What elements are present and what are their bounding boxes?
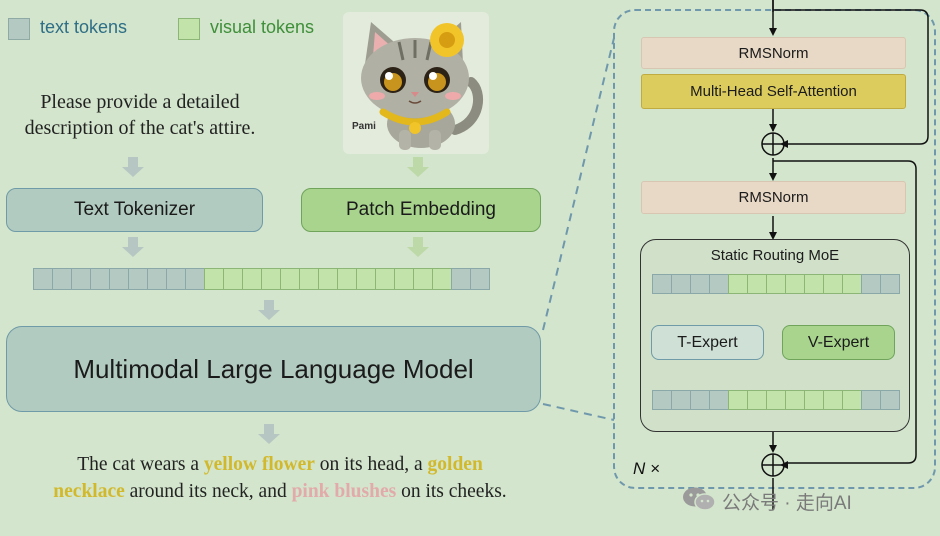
text-tokens-legend-swatch	[8, 18, 30, 40]
text-token	[709, 390, 729, 410]
repeat-count-label: N ×	[633, 459, 660, 478]
wechat-icon	[683, 487, 716, 511]
cat-illustration	[343, 12, 489, 154]
visual-token	[728, 274, 748, 294]
output-text: on its cheeks.	[396, 481, 507, 502]
moe-output-tokens	[652, 390, 900, 410]
multi-head-self-attention: Multi-Head Self-Attention	[641, 74, 906, 109]
text-token	[652, 390, 672, 410]
watermark-text: 公众号 · 走向AI	[722, 493, 852, 514]
text-tokenizer-box: Text Tokenizer	[6, 188, 263, 232]
visual-token	[804, 390, 824, 410]
output-line-2: necklace around its neck, and pink blush…	[20, 478, 540, 505]
visual-token	[785, 390, 805, 410]
moe-title: Static Routing MoE	[710, 247, 840, 264]
token-sequence	[33, 268, 490, 290]
visual-token	[823, 274, 843, 294]
highlight-necklace: necklace	[53, 481, 125, 502]
visual-token	[823, 390, 843, 410]
text-token	[671, 274, 691, 294]
visual-token	[842, 390, 862, 410]
t-expert: T-Expert	[651, 325, 764, 360]
visual-token	[842, 274, 862, 294]
visual-token	[804, 274, 824, 294]
text-token	[861, 390, 881, 410]
text-token	[861, 274, 881, 294]
prompt-line-1: Please provide a detailed	[40, 91, 240, 113]
visual-token	[766, 274, 786, 294]
prompt-line-2: description of the cat's attire.	[24, 117, 256, 139]
text-tokens-legend-label: text tokens	[40, 17, 128, 37]
rmsnorm-1: RMSNorm	[641, 37, 906, 69]
visual-token	[747, 390, 767, 410]
output-text: around its neck, and	[124, 481, 292, 502]
visual-token	[747, 274, 767, 294]
visual-tokens-legend-label: visual tokens	[210, 17, 315, 37]
visual-token	[728, 390, 748, 410]
text-token	[880, 274, 900, 294]
highlight-golden: golden	[427, 454, 483, 475]
text-token	[690, 274, 710, 294]
output-line-1: The cat wears a yellow flower on its hea…	[20, 451, 540, 478]
text-token	[709, 274, 729, 294]
v-expert: V-Expert	[782, 325, 895, 360]
mllm-box: Multimodal Large Language Model	[6, 326, 541, 412]
highlight-pink-blushes: pink blushes	[291, 481, 397, 502]
visual-token	[766, 390, 786, 410]
visual-token	[785, 274, 805, 294]
rmsnorm-2: RMSNorm	[641, 181, 906, 214]
output-text: The cat wears a	[77, 454, 204, 475]
text-token	[880, 390, 900, 410]
output-text: on its head, a	[314, 454, 428, 475]
moe-input-tokens	[652, 274, 900, 294]
visual-tokens-legend-swatch	[178, 18, 200, 40]
text-prompt: Please provide a detailed description of…	[0, 89, 280, 141]
model-output: The cat wears a yellow flower on its hea…	[20, 451, 540, 505]
patch-embedding-box: Patch Embedding	[301, 188, 541, 232]
flow-arrows	[122, 157, 429, 444]
text-token	[690, 390, 710, 410]
cat-name-label: Pami	[352, 121, 376, 132]
text-token	[652, 274, 672, 294]
highlight-yellow-flower: yellow flower	[203, 454, 315, 475]
text-token	[671, 390, 691, 410]
text-token	[470, 268, 490, 290]
